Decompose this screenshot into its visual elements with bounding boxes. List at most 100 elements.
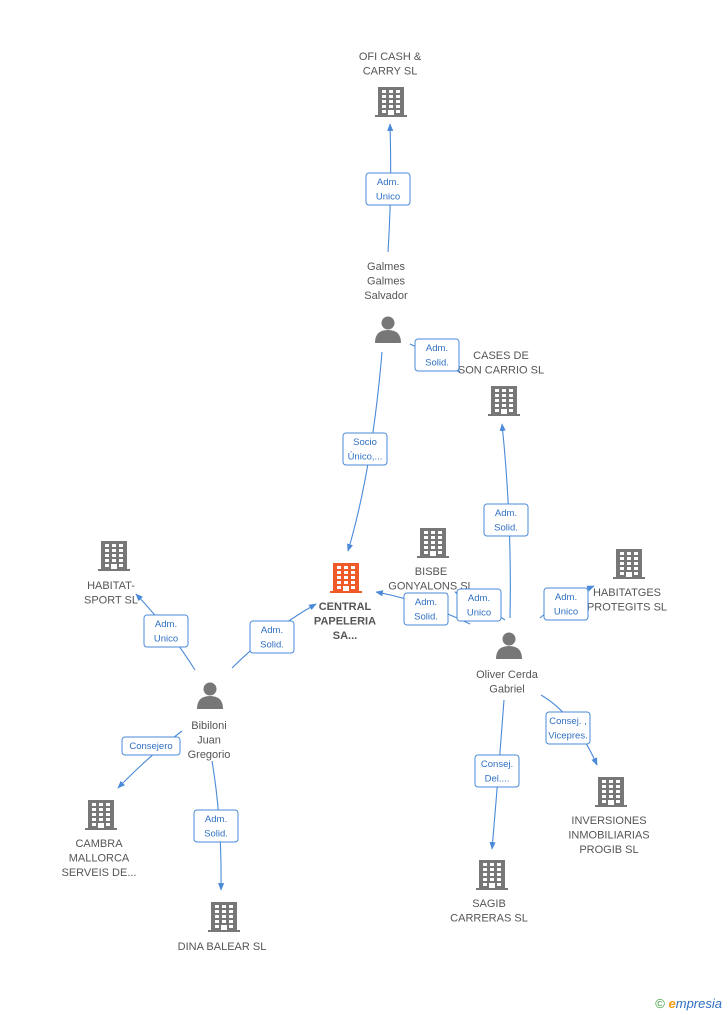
- node-cases_son_carrio[interactable]: CASES DE SON CARRIO SL: [458, 350, 544, 416]
- node-label: CARRERAS SL: [450, 913, 528, 925]
- relation-label-text: Solid.: [414, 612, 438, 623]
- node-label: INVERSIONES: [571, 815, 646, 827]
- building-icon: [595, 777, 627, 807]
- relation-label-text: Adm.: [415, 597, 437, 608]
- node-label: PROTEGITS SL: [587, 602, 667, 614]
- node-label: PAPELERIA: [314, 616, 376, 628]
- node-label: Bibiloni: [191, 720, 226, 732]
- relation-label-text: Socio: [353, 437, 377, 448]
- relation-label-text: Consejero: [129, 741, 172, 752]
- building-icon: [375, 87, 407, 117]
- node-label: CAMBRA: [75, 838, 123, 850]
- building-icon: [85, 800, 117, 830]
- node-dina_balear[interactable]: DINA BALEAR SL: [178, 902, 267, 953]
- relation-label-text: Solid.: [260, 640, 284, 651]
- relation-label-text: Unico: [154, 634, 178, 645]
- relation-label-text: Adm.: [468, 593, 490, 604]
- node-label: Galmes: [367, 276, 405, 288]
- empresia-logo-initial: e: [668, 996, 676, 1011]
- node-label: CASES DE: [473, 350, 529, 362]
- relation-label-oliver_cerda-to-cases_son_carrio[interactable]: Adm. Solid.: [483, 503, 529, 537]
- relation-label-text: Adm.: [155, 619, 177, 630]
- copyright-notice: © empresia: [655, 996, 722, 1011]
- building-icon: [98, 541, 130, 571]
- empresia-logo-text: mpresia: [675, 996, 722, 1011]
- node-label: BISBE: [415, 566, 447, 578]
- node-label: DINA BALEAR SL: [178, 941, 267, 953]
- node-label: OFI CASH &: [359, 51, 422, 63]
- node-label: CARRY SL: [363, 66, 418, 78]
- relation-label-oliver_cerda-to-central_papeleria[interactable]: Adm. Solid.: [403, 592, 449, 626]
- node-label: Salvador: [364, 290, 408, 302]
- node-ofi_cash[interactable]: OFI CASH & CARRY SL: [359, 51, 422, 117]
- relation-label-text: Solid.: [425, 358, 449, 369]
- relation-label-text: Unico: [376, 192, 400, 203]
- node-label: CENTRAL: [319, 601, 372, 613]
- node-habitatges_protegits[interactable]: HABITATGES PROTEGITS SL: [587, 549, 667, 614]
- copyright-symbol: ©: [655, 996, 665, 1011]
- building-icon: [613, 549, 645, 579]
- node-central_papeleria[interactable]: CENTRAL PAPELERIA SA...: [314, 563, 376, 642]
- node-label: MALLORCA: [69, 853, 130, 865]
- node-label: Juan: [197, 735, 221, 747]
- building-icon: [476, 860, 508, 890]
- node-cambra_mallorca[interactable]: CAMBRA MALLORCA SERVEIS DE...: [62, 800, 137, 879]
- relation-label-text: Solid.: [494, 523, 518, 534]
- relation-label-oliver_cerda-to-habitatges_protegits[interactable]: Adm. Unico: [543, 587, 589, 621]
- building-icon: [330, 563, 362, 593]
- relation-label-text: Único,...: [348, 452, 383, 463]
- node-label: SON CARRIO SL: [458, 365, 544, 377]
- node-label: SERVEIS DE...: [62, 867, 137, 879]
- node-label: PROGIB SL: [579, 844, 638, 856]
- node-inversiones_progib[interactable]: INVERSIONES INMOBILIARIAS PROGIB SL: [568, 777, 650, 856]
- relation-edge-bibiloni-to-cambra_mallorca: [117, 730, 183, 789]
- node-bisbe_gonyalons[interactable]: BISBE GONYALONS SL: [388, 528, 474, 593]
- relation-label-oliver_cerda-to-inversiones_progib[interactable]: Consej. , Vicepres.: [545, 711, 591, 745]
- relation-label-bibiloni-to-cambra_mallorca[interactable]: Consejero: [121, 736, 181, 756]
- relation-label-text: Vicepres.: [548, 731, 587, 742]
- relation-label-text: Adm.: [555, 592, 577, 603]
- node-label: SPORT SL: [84, 595, 138, 607]
- relation-label-text: Adm.: [495, 508, 517, 519]
- person-icon: [197, 682, 223, 709]
- node-label: Galmes: [367, 261, 405, 273]
- relation-label-oliver_cerda-to-bisbe_gonyalons[interactable]: Adm. Unico: [456, 588, 502, 622]
- relation-label-text: Unico: [554, 607, 578, 618]
- relation-label-text: Adm.: [205, 814, 227, 825]
- relation-label-galmes-to-central_papeleria[interactable]: SocioÚnico,...: [342, 432, 388, 466]
- building-icon: [488, 386, 520, 416]
- person-icon: [496, 632, 522, 659]
- relation-label-bibiloni-to-central_papeleria[interactable]: Adm. Solid.: [249, 620, 295, 654]
- node-habitat_sport[interactable]: HABITAT- SPORT SL: [84, 541, 138, 607]
- building-icon: [208, 902, 240, 932]
- relation-label-text: Adm.: [261, 625, 283, 636]
- relation-label-text: Adm.: [377, 177, 399, 188]
- node-label: SA...: [333, 630, 357, 642]
- relation-label-oliver_cerda-to-sagib_carreras[interactable]: Consej. Del....: [474, 754, 520, 788]
- node-label: INMOBILIARIAS: [568, 830, 649, 842]
- node-label: SAGIB: [472, 898, 506, 910]
- relation-label-bibiloni-to-habitat_sport[interactable]: Adm. Unico: [143, 614, 189, 648]
- node-label: Gregorio: [188, 749, 231, 761]
- node-label: GONYALONS SL: [388, 581, 473, 593]
- relation-label-galmes-to-ofi_cash[interactable]: Adm. Unico: [365, 172, 411, 206]
- relation-label-text: Consej. ,: [549, 716, 587, 727]
- node-label: Gabriel: [489, 684, 524, 696]
- building-icon: [417, 528, 449, 558]
- node-label: HABITAT-: [87, 580, 135, 592]
- relation-label-text: Consej.: [481, 759, 513, 770]
- relation-label-galmes-to-cases_son_carrio[interactable]: Adm. Solid.: [414, 338, 460, 372]
- node-sagib_carreras[interactable]: SAGIB CARRERAS SL: [450, 860, 528, 925]
- relation-label-text: Unico: [467, 608, 491, 619]
- node-label: HABITATGES: [593, 587, 661, 599]
- person-icon: [375, 316, 401, 343]
- relation-label-text: Adm.: [426, 343, 448, 354]
- relation-label-bibiloni-to-dina_balear[interactable]: Adm. Solid.: [193, 809, 239, 843]
- relation-label-text: Del....: [485, 774, 510, 785]
- relation-label-text: Solid.: [204, 829, 228, 840]
- node-label: Oliver Cerda: [476, 669, 539, 681]
